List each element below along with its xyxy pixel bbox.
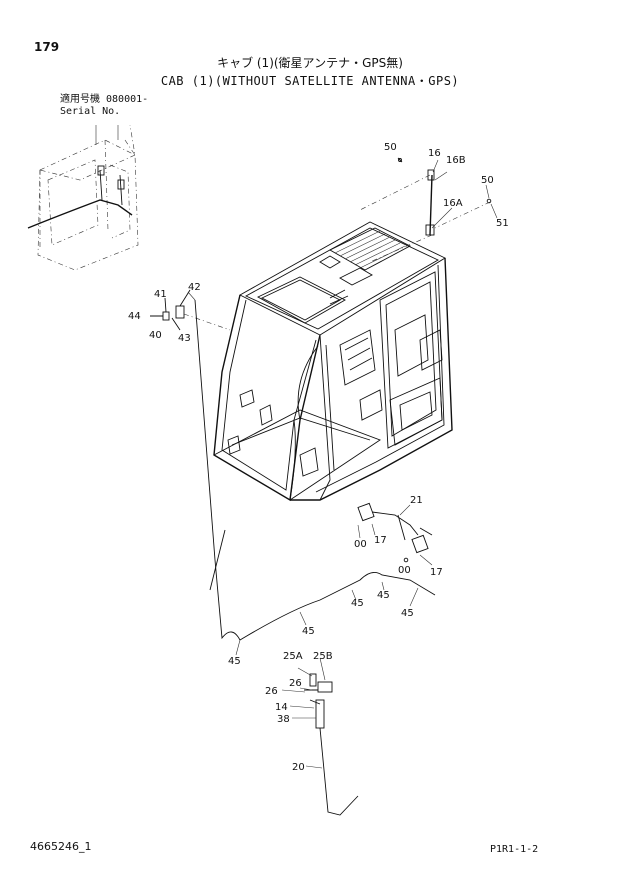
callout-26-lower: 26 xyxy=(265,686,278,697)
callout-16b: 16B xyxy=(446,155,466,166)
left-clip-parts xyxy=(150,289,231,331)
callout-43: 43 xyxy=(178,333,191,344)
callout-20: 20 xyxy=(292,762,305,773)
callout-40: 40 xyxy=(149,330,162,341)
callout-41: 41 xyxy=(154,289,167,300)
callout-45-a: 45 xyxy=(377,590,390,601)
callout-51: 51 xyxy=(496,218,509,229)
overview-cab-sketch xyxy=(27,124,139,271)
callout-50-top: 50 xyxy=(384,142,397,153)
callout-00-left: 00 xyxy=(354,539,367,550)
callout-50-right: 50 xyxy=(481,175,494,186)
callout-45-d: 45 xyxy=(302,626,315,637)
page-number: 179 xyxy=(34,40,60,54)
callout-26-upper: 26 xyxy=(289,678,302,689)
serial-number-label: 適用号機 080001- Serial No. xyxy=(60,94,148,118)
callout-16: 16 xyxy=(428,148,441,159)
document-number: 4665246_1 xyxy=(30,840,92,853)
callout-17-left: 17 xyxy=(374,535,387,546)
lower-bracket-parts xyxy=(281,657,359,816)
callout-25a: 25A xyxy=(283,651,303,662)
harness-45 xyxy=(194,299,436,656)
callout-14: 14 xyxy=(275,702,288,713)
serial-label-jp: 適用号機 080001- xyxy=(60,94,149,105)
callout-45-c: 45 xyxy=(401,608,414,619)
callout-00-right: 00 xyxy=(398,565,411,576)
callout-21: 21 xyxy=(410,495,423,506)
callout-25b: 25B xyxy=(313,651,333,662)
callout-38: 38 xyxy=(277,714,290,725)
serial-label-en: Serial No. xyxy=(60,106,121,117)
callout-45-e: 45 xyxy=(228,656,241,667)
upper-bracket-parts xyxy=(359,157,498,263)
callout-16a: 16A xyxy=(443,198,463,209)
main-cab-frame xyxy=(213,221,453,502)
sheet-code: P1R1-1-2 xyxy=(490,844,539,855)
callout-17-right: 17 xyxy=(430,567,443,578)
title-japanese: キャブ (1)(衛星アンテナ・GPS無) xyxy=(217,56,403,70)
callout-44: 44 xyxy=(128,311,141,322)
callout-45-b: 45 xyxy=(351,598,364,609)
title-english: CAB (1)(WITHOUT SATELLITE ANTENNA・GPS) xyxy=(160,74,460,88)
speaker-parts xyxy=(357,502,433,566)
callout-42: 42 xyxy=(188,282,201,293)
